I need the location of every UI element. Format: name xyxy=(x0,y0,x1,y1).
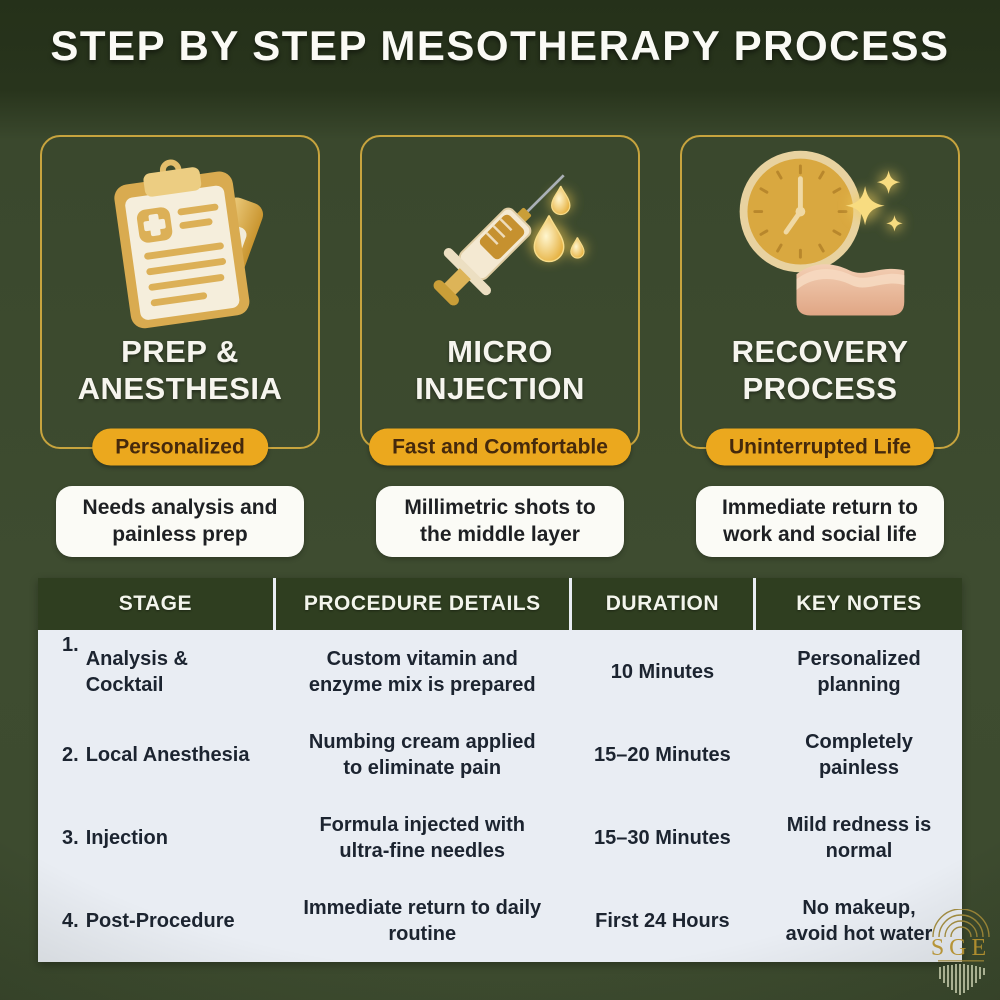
process-cards: PREP & ANESTHESIA Personalized Needs ana… xyxy=(40,135,960,557)
card-micro-injection: MICRO INJECTION Fast and Comfortable Mil… xyxy=(360,135,640,557)
stage-number: 2. xyxy=(62,744,79,767)
table-row-4-details: Immediate return to daily routine xyxy=(303,897,542,945)
clipboard-cream-tube-icon xyxy=(42,137,318,333)
table-row-3-notes: Mild redness is normal xyxy=(786,814,932,862)
table-row-3-details: Formula injected with ultra-fine needles xyxy=(319,814,526,862)
note-text: Immediate return to work and social life xyxy=(721,496,919,547)
card-title-line2: PROCESS xyxy=(742,371,898,407)
card-frame: MICRO INJECTION Fast and Comfortable xyxy=(360,135,640,466)
badge-uninterrupted-life: Uninterrupted Life xyxy=(706,428,934,466)
sge-logo: SGE xyxy=(924,908,998,1000)
table-row-1-stage: 1. Analysis & Cocktail xyxy=(38,633,273,713)
note-box: Millimetric shots to the middle layer xyxy=(376,486,624,557)
card-title: RECOVERY PROCESS xyxy=(732,333,909,407)
syringe-droplets-icon xyxy=(362,137,638,333)
table-row-1-details: Custom vitamin and enzyme mix is prepare… xyxy=(308,648,536,696)
table-row-3-duration: 15–30 Minutes xyxy=(594,827,731,850)
stage-line1: Post-Procedure xyxy=(85,910,235,933)
note-text: Needs analysis and painless prep xyxy=(82,496,278,547)
process-table: STAGE PROCEDURE DETAILS DURATION KEY NOT… xyxy=(38,578,962,962)
table-header-procedure-details: PROCEDURE DETAILS xyxy=(275,578,569,630)
table-header-stage: STAGE xyxy=(38,578,273,630)
table-row-1-notes: Personalized planning xyxy=(797,648,921,696)
page-title: STEP BY STEP MESOTHERAPY PROCESS xyxy=(50,22,950,69)
note-box: Immediate return to work and social life xyxy=(696,486,944,557)
card-title-line2: INJECTION xyxy=(415,371,585,407)
table-row-4-notes: No makeup, avoid hot water xyxy=(785,897,933,945)
table-row-2-duration: 15–20 Minutes xyxy=(594,744,731,767)
table-header-key-notes: KEY NOTES xyxy=(756,578,962,630)
card-title-line1: MICRO xyxy=(447,334,553,369)
card-frame: RECOVERY PROCESS Uninterrupted Life xyxy=(680,135,960,466)
badge-personalized: Personalized xyxy=(92,428,268,466)
stage-line2: Cocktail xyxy=(85,674,164,696)
stage-number: 3. xyxy=(62,827,79,850)
card-prep-anesthesia: PREP & ANESTHESIA Personalized Needs ana… xyxy=(40,135,320,557)
note-text: Millimetric shots to the middle layer xyxy=(404,496,596,547)
table-row-4-duration: First 24 Hours xyxy=(595,910,730,933)
card-title-line1: PREP & xyxy=(121,334,239,369)
stage-line1: Local Anesthesia xyxy=(85,744,250,767)
stage-number: 1. xyxy=(62,634,79,656)
card-title: PREP & ANESTHESIA xyxy=(78,333,283,407)
stage-line1: Injection xyxy=(85,827,168,850)
card-title: MICRO INJECTION xyxy=(415,333,585,407)
badge-fast-comfortable: Fast and Comfortable xyxy=(369,428,631,466)
table-row-2-notes: Completely painless xyxy=(805,731,913,779)
stage-number: 4. xyxy=(62,910,79,933)
card-title-line2: ANESTHESIA xyxy=(77,371,283,407)
sge-logo-text: SGE xyxy=(931,935,991,961)
table-row-1-duration: 10 Minutes xyxy=(610,661,715,684)
stage-line1: Analysis & xyxy=(85,648,188,671)
table-row-2-details: Numbing cream applied to eliminate pain xyxy=(308,731,536,779)
table-row-4-stage: 4. Post-Procedure xyxy=(38,882,273,962)
clock-sparkles-skin-icon xyxy=(682,137,958,333)
card-frame: PREP & ANESTHESIA Personalized xyxy=(40,135,320,466)
table-row-2-stage: 2. Local Anesthesia xyxy=(38,716,273,796)
card-title-line1: RECOVERY xyxy=(731,334,909,369)
card-recovery-process: RECOVERY PROCESS Uninterrupted Life Imme… xyxy=(680,135,960,557)
note-box: Needs analysis and painless prep xyxy=(56,486,304,557)
table-header-duration: DURATION xyxy=(571,578,754,630)
table-row-3-stage: 3. Injection xyxy=(38,799,273,879)
